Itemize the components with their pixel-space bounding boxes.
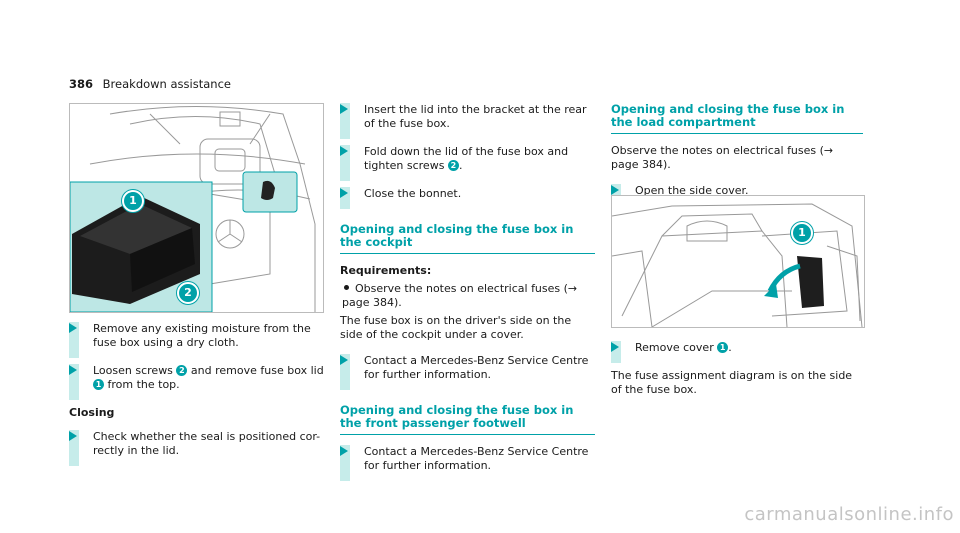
instruction-step: Loosen screws 2 and remove fuse box lid …	[69, 364, 324, 400]
engine-compartment-illustration	[70, 106, 316, 312]
arrow-icon	[340, 355, 348, 365]
number-badge: 1	[717, 342, 729, 353]
figure-load-compartment: 1	[611, 195, 865, 328]
figure-engine-compartment: 1 2	[69, 103, 324, 313]
column-2: Insert the lid into the bracket at the r…	[340, 103, 595, 487]
arrow-icon	[611, 342, 619, 352]
section-heading: Opening and closing the fuse box in the …	[611, 103, 863, 134]
bullet-icon	[344, 285, 349, 290]
section-heading: Opening and closing the fuse box in the …	[340, 404, 595, 435]
number-badge: 1	[93, 379, 104, 390]
number-badge: 2	[447, 160, 459, 171]
arrow-icon	[69, 365, 77, 375]
callout-1: 1	[791, 222, 813, 244]
instruction-step: Remove cover 1.	[611, 341, 863, 363]
column-3: Opening and closing the fuse box in the …	[611, 103, 863, 212]
arrow-icon	[340, 146, 348, 156]
section-title: Breakdown assistance	[102, 77, 231, 91]
paragraph: The fuse assignment diagram is on the si…	[611, 369, 853, 396]
instruction-step: Check whether the seal is positioned cor…	[69, 430, 324, 466]
requirement-item: Observe the notes on electrical fuses (→…	[342, 282, 578, 309]
instruction-step: Remove any existing moisture from the fu…	[69, 322, 324, 358]
column-1: Remove any existing moisture from the fu…	[69, 322, 324, 472]
section-heading: Opening and closing the fuse box in the …	[340, 223, 595, 254]
arrow-icon	[340, 104, 348, 114]
instruction-step: Contact a Mercedes-Benz Service Centre f…	[340, 354, 595, 390]
page-header: 386 Breakdown assistance	[69, 77, 231, 91]
instruction-step: Close the bonnet.	[340, 187, 595, 209]
closing-heading: Closing	[69, 406, 115, 419]
arrow-icon	[611, 185, 619, 195]
page-number: 386	[69, 77, 94, 91]
callout-2: 2	[177, 282, 199, 304]
number-badge: 2	[176, 365, 188, 376]
arrow-icon	[69, 323, 77, 333]
instruction-step: Fold down the lid of the fuse box and ti…	[340, 145, 595, 181]
requirements: Requirements:	[340, 264, 432, 277]
column-3-lower: Remove cover 1. The fuse assignment diag…	[611, 341, 863, 397]
paragraph: Observe the notes on electrical fuses (→…	[611, 144, 834, 171]
paragraph: The fuse box is on the driver's side on …	[340, 314, 572, 341]
arrow-icon	[340, 446, 348, 456]
instruction-step: Contact a Mercedes-Benz Service Centre f…	[340, 445, 595, 481]
load-compartment-illustration	[612, 203, 863, 327]
arrow-icon	[69, 431, 77, 441]
arrow-icon	[340, 188, 348, 198]
watermark: carmanualsonline.info	[744, 504, 954, 525]
callout-1: 1	[122, 190, 144, 212]
instruction-step: Insert the lid into the bracket at the r…	[340, 103, 595, 139]
